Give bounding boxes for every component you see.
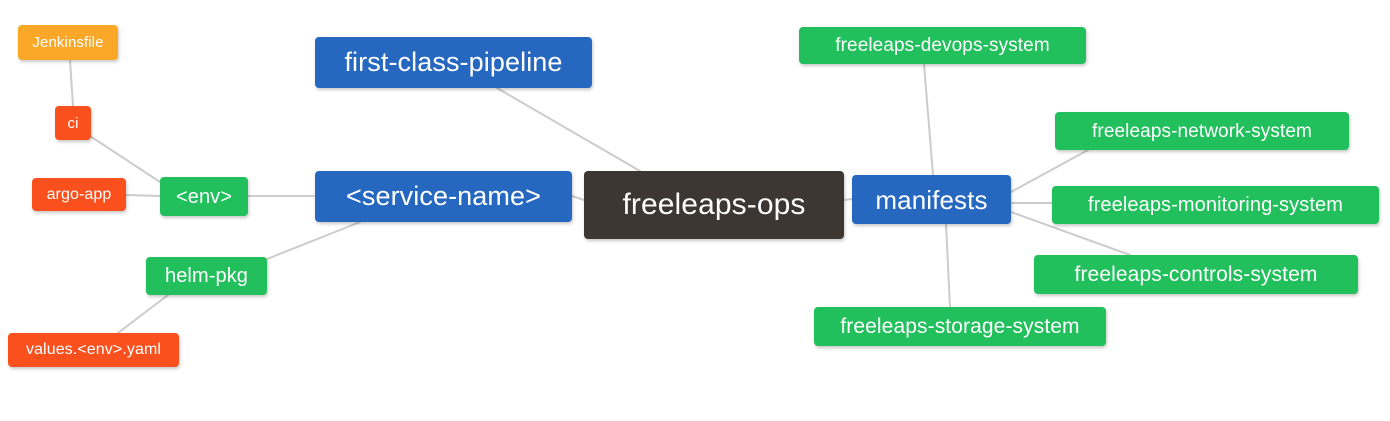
node-label-first-class-pipeline: first-class-pipeline: [344, 47, 563, 77]
node-values-yaml[interactable]: values.<env>.yaml: [8, 333, 179, 367]
node-label-storage-system: freeleaps-storage-system: [840, 315, 1080, 338]
node-label-network-system: freeleaps-network-system: [1092, 120, 1312, 142]
node-label-devops-system: freeleaps-devops-system: [835, 35, 1050, 56]
node-label-env: <env>: [175, 185, 233, 208]
node-label-helm-pkg: helm-pkg: [164, 265, 249, 287]
edge-service-name-to-helm-pkg: [266, 221, 361, 260]
node-manifests[interactable]: manifests: [852, 175, 1011, 224]
node-monitoring-system[interactable]: freeleaps-monitoring-system: [1052, 186, 1379, 224]
node-devops-system[interactable]: freeleaps-devops-system: [799, 27, 1086, 64]
node-ci[interactable]: ci: [55, 106, 91, 140]
node-network-system[interactable]: freeleaps-network-system: [1055, 112, 1349, 150]
node-freeleaps-ops[interactable]: freeleaps-ops: [584, 171, 844, 239]
node-first-class-pipeline[interactable]: first-class-pipeline: [315, 37, 592, 88]
node-argo-app[interactable]: argo-app: [32, 178, 126, 211]
node-label-argo-app: argo-app: [46, 185, 112, 203]
node-env[interactable]: <env>: [160, 177, 248, 216]
edge-manifests-to-devops-system: [923, 63, 934, 176]
edge-first-class-pipeline-to-freeleaps-ops: [496, 87, 641, 172]
node-jenkinsfile[interactable]: Jenkinsfile: [18, 25, 118, 60]
node-controls-system[interactable]: freeleaps-controls-system: [1034, 255, 1358, 294]
edge-ci-to-env: [89, 135, 161, 183]
edge-manifests-to-storage-system: [945, 223, 951, 308]
node-label-values-yaml: values.<env>.yaml: [25, 341, 162, 358]
edge-argo-app-to-env: [125, 194, 161, 197]
node-label-controls-system: freeleaps-controls-system: [1074, 263, 1318, 286]
node-storage-system[interactable]: freeleaps-storage-system: [814, 307, 1106, 346]
node-helm-pkg[interactable]: helm-pkg: [146, 257, 267, 295]
node-label-manifests: manifests: [875, 184, 988, 215]
edge-freeleaps-ops-to-manifests: [843, 198, 853, 201]
node-label-service-name: <service-name>: [346, 181, 541, 211]
node-label-ci: ci: [67, 114, 79, 132]
node-label-jenkinsfile: Jenkinsfile: [32, 34, 104, 51]
node-service-name[interactable]: <service-name>: [315, 171, 572, 222]
edge-helm-pkg-to-values-yaml: [117, 294, 169, 334]
node-label-monitoring-system: freeleaps-monitoring-system: [1087, 194, 1343, 216]
edge-service-name-to-freeleaps-ops: [571, 195, 585, 201]
node-label-freeleaps-ops: freeleaps-ops: [622, 188, 806, 221]
edge-jenkinsfile-to-ci: [69, 59, 74, 107]
